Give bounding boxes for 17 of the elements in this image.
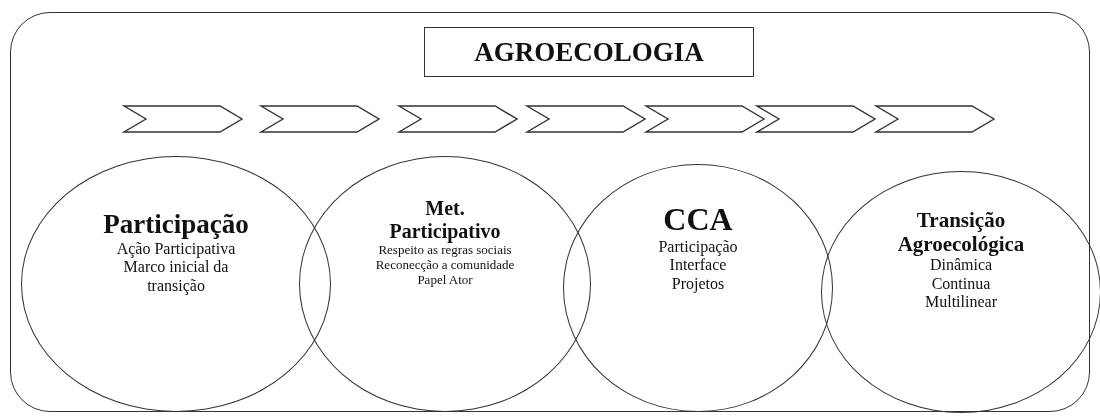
circle-heading: CCA	[663, 201, 733, 238]
title-box	[424, 27, 754, 77]
title-text: AGROECOLOGIA	[474, 36, 704, 68]
circle-heading: Met. Participativo	[388, 197, 502, 243]
circle-text: Papel Ator	[417, 272, 473, 288]
circle-text: Continua	[931, 274, 991, 294]
circle-text: Reconecção a comunidade	[375, 257, 515, 273]
circle-text: Multilinear	[925, 293, 997, 312]
circle-text: Interface	[669, 256, 727, 275]
circle-text: Dinâmica	[929, 256, 993, 275]
circle-text: Projetos	[671, 274, 725, 293]
circle-heading: Transição Agroecológica	[896, 208, 1026, 257]
circle-text: Participação	[658, 237, 738, 257]
circle-text: Respeito as regras sociais	[378, 243, 512, 258]
circle-text: Ação Participativa	[116, 240, 236, 259]
circle-heading: Participação	[103, 209, 249, 241]
circle-text: Marco inicial da transição	[122, 258, 230, 296]
